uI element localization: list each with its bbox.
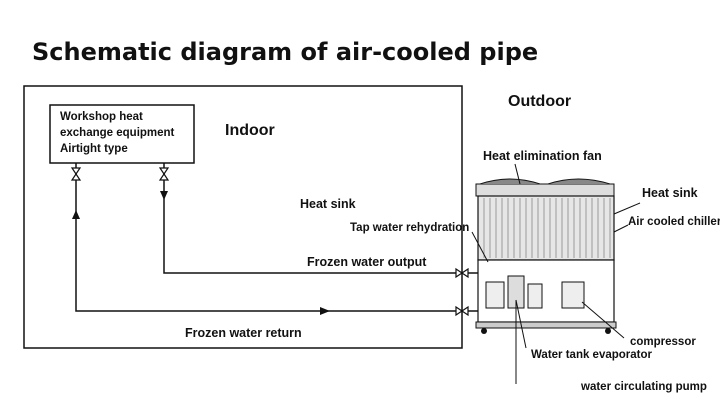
- workshop-equipment-box: [49, 104, 195, 164]
- frozen-return-label: Frozen water return: [185, 326, 302, 340]
- indoor-label: Indoor: [225, 122, 275, 139]
- flow-arrows: [72, 191, 330, 315]
- air-cooled-chiller-label: Air cooled chiller: [628, 216, 720, 228]
- heat-sink-label-indoor: Heat sink: [300, 197, 356, 211]
- water-pump-label: water circulating pump: [581, 381, 707, 393]
- heat-fan-label: Heat elimination fan: [483, 149, 602, 163]
- equipment-label-line2: exchange equipment: [60, 127, 175, 139]
- heat-sink-label-outdoor: Heat sink: [642, 186, 698, 200]
- equipment-label-line3: Airtight type: [60, 143, 128, 155]
- compressor-icon: [485, 281, 505, 309]
- leader-lines: [471, 163, 641, 384]
- water-tank-evaporator-label: Water tank evaporator: [531, 349, 652, 361]
- frozen-output-label: Frozen water output: [307, 255, 427, 269]
- fan-icon: [547, 178, 611, 185]
- equipment-label-line1: Workshop heat: [60, 111, 143, 123]
- pump-icon: [527, 283, 543, 309]
- diagram-title: Schematic diagram of air-cooled pipe: [32, 38, 539, 66]
- compressor-label: compressor: [630, 336, 696, 348]
- indoor-boundary: [23, 85, 463, 349]
- compressor-icon: [561, 281, 585, 309]
- outdoor-label: Outdoor: [508, 93, 572, 110]
- heat-sink-fins: [483, 198, 611, 258]
- pipe-lines: [75, 163, 462, 312]
- tap-water-label: Tap water rehydration: [350, 222, 470, 234]
- valve-icon: [70, 167, 170, 181]
- fan-icon: [479, 178, 541, 185]
- air-cooled-chiller-unit: [475, 178, 617, 334]
